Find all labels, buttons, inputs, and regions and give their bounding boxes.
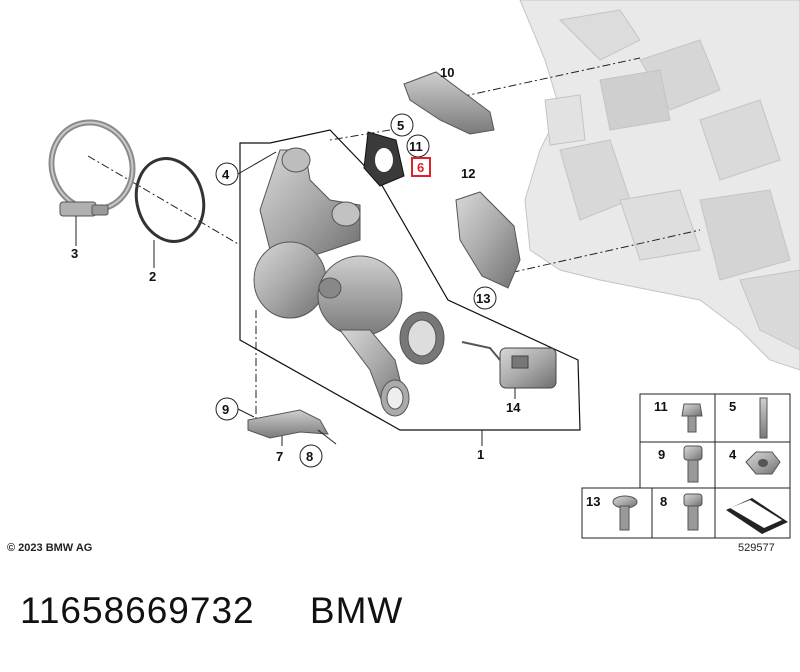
legend-8: 8 — [660, 493, 703, 531]
callout-11: 11 — [406, 134, 430, 158]
bracket-part — [247, 409, 329, 439]
callout-14: 14 — [506, 388, 521, 415]
callout-1: 1 — [477, 430, 484, 462]
clamp-part — [48, 119, 136, 217]
callout-12: 12 — [461, 166, 475, 181]
legend-13: 13 — [586, 494, 638, 531]
callout-7: 7 — [276, 449, 283, 464]
svg-text:8: 8 — [660, 494, 667, 509]
seal-ring-part — [134, 157, 206, 243]
svg-text:4: 4 — [729, 447, 737, 462]
heat-shield-part — [403, 71, 495, 135]
footer: 11658669732 BMW — [20, 590, 403, 632]
svg-text:11: 11 — [654, 399, 668, 414]
svg-text:4: 4 — [222, 167, 230, 182]
callout-6-highlighted[interactable]: 6 — [411, 157, 431, 177]
arrow-icon — [726, 498, 788, 534]
image-number: 529577 — [738, 542, 775, 554]
gasket-part — [363, 131, 405, 187]
legend-4: 4 — [729, 447, 781, 475]
callout-2: 2 — [149, 240, 156, 284]
brand-name: BMW — [309, 590, 404, 631]
callout-4: 4 — [215, 151, 277, 186]
copyright-notice: © 2023 BMW AG — [7, 542, 93, 554]
svg-text:10: 10 — [440, 65, 454, 80]
svg-text:13: 13 — [476, 291, 490, 306]
actuator-part — [461, 341, 557, 389]
callout-3: 3 — [71, 216, 78, 261]
svg-text:5: 5 — [729, 399, 736, 414]
legend-9: 9 — [658, 445, 703, 483]
parts-diagram: 10 5 11 6 4 12 13 3 2 14 9 7 — [48, 0, 800, 539]
svg-text:9: 9 — [222, 402, 229, 417]
callout-9: 9 — [215, 397, 255, 421]
svg-text:13: 13 — [586, 494, 600, 509]
legend-11: 11 — [654, 399, 703, 433]
assembly-outline — [239, 129, 581, 431]
svg-text:3: 3 — [71, 246, 78, 261]
callout-10: 10 — [440, 65, 454, 80]
svg-text:2: 2 — [149, 269, 156, 284]
heat-shield-12-part — [455, 191, 521, 289]
svg-text:7: 7 — [276, 449, 283, 464]
svg-text:14: 14 — [506, 400, 521, 415]
callout-5: 5 — [390, 113, 414, 137]
callout-8: 8 — [299, 444, 323, 468]
callout-13: 13 — [473, 286, 497, 310]
fastener-legend — [581, 393, 791, 539]
svg-text:12: 12 — [461, 166, 475, 181]
leader-lines — [87, 57, 701, 420]
engine-block — [519, 0, 800, 371]
turbocharger-part — [253, 147, 445, 417]
svg-text:1: 1 — [477, 447, 484, 462]
svg-text:11: 11 — [409, 139, 423, 154]
svg-text:8: 8 — [306, 449, 313, 464]
svg-text:9: 9 — [658, 447, 665, 462]
svg-text:5: 5 — [397, 118, 404, 133]
svg-text:6: 6 — [417, 160, 424, 175]
legend-5: 5 — [729, 397, 768, 439]
part-number: 11658669732 — [20, 590, 255, 631]
